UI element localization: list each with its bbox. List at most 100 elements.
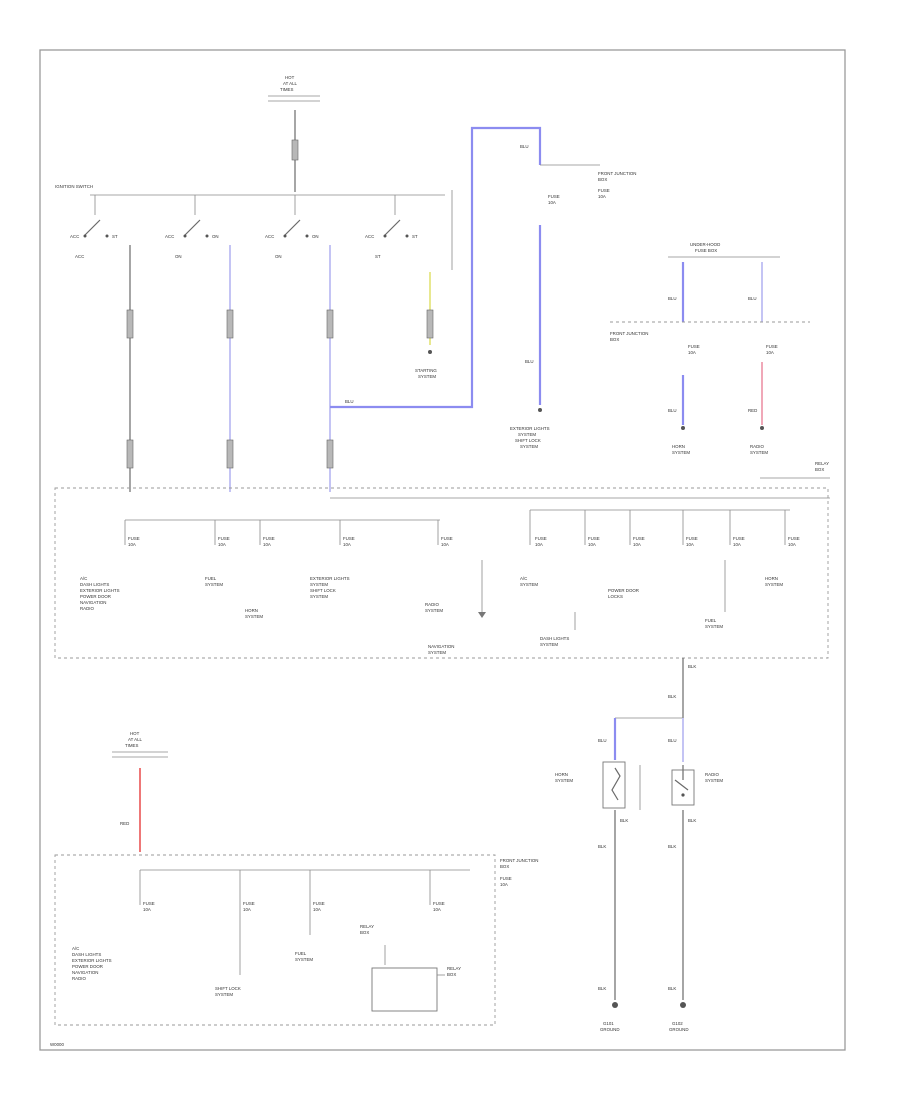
svg-text:DASH LIGHTS: DASH LIGHTS: [80, 582, 109, 587]
ignition-switch-2: ACC ON: [165, 195, 219, 239]
svg-text:FUSE: FUSE: [143, 901, 155, 906]
svg-text:BLK: BLK: [620, 818, 628, 823]
wire-blu-route: [330, 126, 542, 409]
svg-text:SYSTEM: SYSTEM: [750, 450, 768, 455]
svg-text:SHIFT LOCK: SHIFT LOCK: [215, 986, 241, 991]
svg-text:SYSTEM: SYSTEM: [295, 957, 313, 962]
svg-text:NAVIGATION: NAVIGATION: [72, 970, 98, 975]
svg-text:BLU: BLU: [668, 296, 677, 301]
svg-text:FUSE: FUSE: [441, 536, 453, 541]
svg-text:POWER DOOR: POWER DOOR: [608, 588, 639, 593]
exterior-lights-label: EXTERIOR LIGHTS SYSTEM SHIFT LOCK SYSTEM: [510, 426, 550, 449]
svg-text:BOX: BOX: [447, 972, 456, 977]
svg-text:FUSE: FUSE: [766, 344, 778, 349]
svg-text:GROUND: GROUND: [600, 1027, 620, 1032]
svg-text:FRONT JUNCTION: FRONT JUNCTION: [598, 171, 636, 176]
svg-text:FRONT JUNCTION: FRONT JUNCTION: [610, 331, 648, 336]
svg-text:BLK: BLK: [668, 986, 676, 991]
svg-text:SYSTEM: SYSTEM: [518, 432, 536, 437]
svg-text:BOX: BOX: [360, 930, 369, 935]
svg-text:10A: 10A: [243, 907, 251, 912]
svg-text:NAVIGATION: NAVIGATION: [428, 644, 454, 649]
svg-text:BOX: BOX: [500, 864, 509, 869]
mid-system-labels: A/C DASH LIGHTS EXTERIOR LIGHTS POWER DO…: [80, 576, 783, 655]
svg-text:FUSE BOX: FUSE BOX: [695, 248, 717, 253]
svg-text:SHIFT LOCK: SHIFT LOCK: [310, 588, 336, 593]
svg-text:10A: 10A: [343, 542, 351, 547]
svg-text:ACC: ACC: [365, 234, 374, 239]
svg-text:TIMES: TIMES: [125, 743, 138, 748]
svg-text:AT ALL: AT ALL: [283, 81, 298, 86]
svg-text:POWER DOOR: POWER DOOR: [80, 594, 111, 599]
svg-text:ON: ON: [212, 234, 219, 239]
svg-text:AT ALL: AT ALL: [128, 737, 143, 742]
svg-text:FUSE: FUSE: [633, 536, 645, 541]
svg-text:ACC: ACC: [75, 254, 84, 259]
svg-text:10A: 10A: [733, 542, 741, 547]
svg-text:10A: 10A: [500, 882, 508, 887]
svg-text:EXTERIOR LIGHTS: EXTERIOR LIGHTS: [510, 426, 550, 431]
svg-text:10A: 10A: [598, 194, 606, 199]
lower-box-label: FRONT JUNCTION BOX FUSE 10A: [500, 858, 538, 887]
svg-text:BOX: BOX: [598, 177, 607, 182]
svg-text:A/C: A/C: [80, 576, 87, 581]
svg-text:NAVIGATION: NAVIGATION: [80, 600, 106, 605]
svg-text:STARTING: STARTING: [415, 368, 437, 373]
svg-text:BLK: BLK: [598, 986, 606, 991]
svg-text:SYSTEM: SYSTEM: [245, 614, 263, 619]
svg-text:10A: 10A: [548, 200, 556, 205]
svg-text:SYSTEM: SYSTEM: [765, 582, 783, 587]
svg-text:10A: 10A: [686, 542, 694, 547]
svg-text:10A: 10A: [788, 542, 796, 547]
svg-text:10A: 10A: [218, 542, 226, 547]
relay-right-label: RELAY BOX: [447, 966, 461, 977]
svg-text:BLU: BLU: [520, 144, 529, 149]
svg-text:RED: RED: [748, 408, 757, 413]
svg-text:FUSE: FUSE: [433, 901, 445, 906]
svg-text:SYSTEM: SYSTEM: [215, 992, 233, 997]
svg-text:FUEL: FUEL: [205, 576, 217, 581]
svg-text:FUSE: FUSE: [500, 876, 512, 881]
svg-text:FUSE: FUSE: [548, 194, 560, 199]
svg-text:RADIO: RADIO: [72, 976, 86, 981]
svg-text:FUEL: FUEL: [295, 951, 307, 956]
svg-text:HORN: HORN: [245, 608, 258, 613]
svg-text:A/C: A/C: [520, 576, 527, 581]
svg-text:FUSE: FUSE: [343, 536, 355, 541]
ignition-switch-1: ACC ST: [70, 195, 118, 239]
under-hood-fuse-box: UNDER-HOOD FUSE BOX: [668, 242, 780, 258]
svg-text:FUSE: FUSE: [788, 536, 800, 541]
lower-relay-box: [371, 967, 438, 1012]
svg-text:ACC: ACC: [70, 234, 79, 239]
horn-and-radio-labels: HORN SYSTEM RADIO SYSTEM: [672, 444, 768, 455]
svg-text:FUSE: FUSE: [733, 536, 745, 541]
svg-text:SYSTEM: SYSTEM: [672, 450, 690, 455]
svg-text:BLU: BLU: [668, 408, 677, 413]
svg-text:SYSTEM: SYSTEM: [705, 778, 723, 783]
svg-text:ON: ON: [275, 254, 282, 259]
svg-text:10A: 10A: [313, 907, 321, 912]
svg-text:10A: 10A: [128, 542, 136, 547]
lower-fuse-box: [54, 854, 496, 1026]
svg-text:SYSTEM: SYSTEM: [205, 582, 223, 587]
svg-text:BLK: BLK: [688, 818, 696, 823]
svg-text:FRONT JUNCTION: FRONT JUNCTION: [500, 858, 538, 863]
svg-text:TIMES: TIMES: [280, 87, 293, 92]
svg-text:FUSE: FUSE: [686, 536, 698, 541]
svg-text:BOX: BOX: [610, 337, 619, 342]
svg-text:SYSTEM: SYSTEM: [310, 594, 328, 599]
svg-text:SYSTEM: SYSTEM: [540, 642, 558, 647]
svg-text:RED: RED: [120, 821, 129, 826]
svg-text:FUSE: FUSE: [243, 901, 255, 906]
diagram-frame: [39, 49, 846, 1051]
ignition-switch-4: ACC ST: [365, 195, 418, 239]
svg-text:SHIFT LOCK: SHIFT LOCK: [515, 438, 541, 443]
svg-text:ST: ST: [412, 234, 418, 239]
svg-text:10A: 10A: [433, 907, 441, 912]
svg-text:A/C: A/C: [72, 946, 79, 951]
svg-text:ST: ST: [375, 254, 381, 259]
lower-system-labels: A/C DASH LIGHTS EXTERIOR LIGHTS POWER DO…: [72, 924, 374, 997]
svg-text:G102: G102: [672, 1021, 683, 1026]
svg-text:BLK: BLK: [598, 844, 606, 849]
svg-text:LOCKS: LOCKS: [608, 594, 623, 599]
